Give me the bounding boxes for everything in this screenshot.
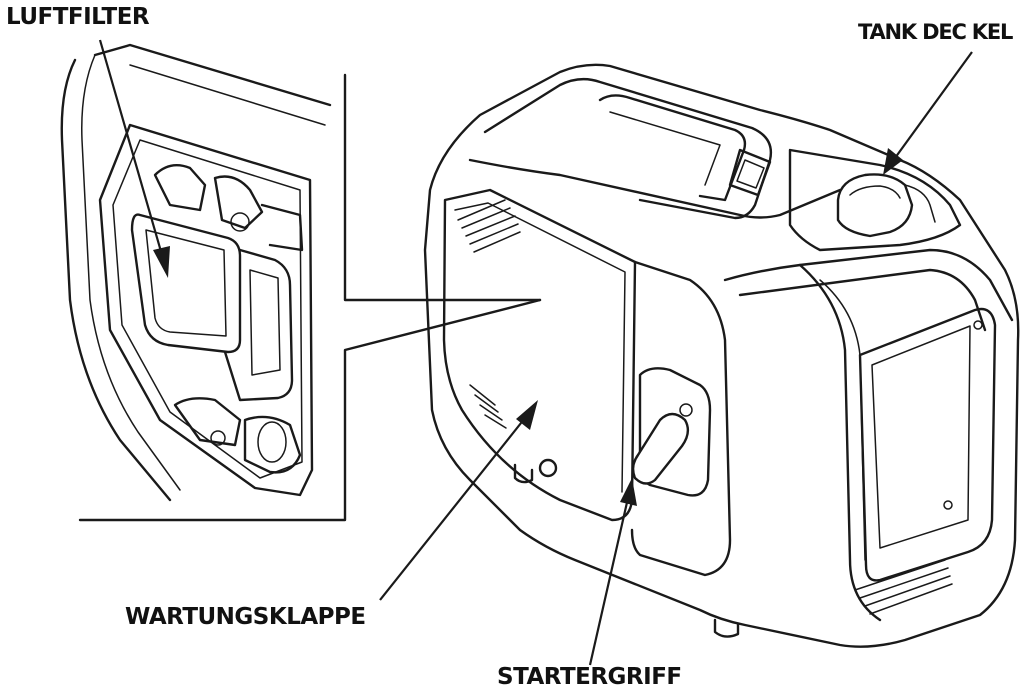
inset-frame-top [345, 75, 540, 300]
fuel-cap [838, 174, 912, 236]
starter-grip-label: STARTERGRIFF [497, 666, 682, 689]
inset-top-part-3 [262, 205, 302, 250]
air-filter-label: LUFTFILTER [6, 6, 149, 29]
side-panel-screw-1 [974, 321, 982, 329]
carry-handle-grip [610, 112, 720, 185]
generator [425, 65, 1018, 647]
lower-vent [470, 385, 506, 428]
inset-top-edge [95, 45, 330, 105]
carry-handle-inner [600, 95, 745, 200]
cover-screw [540, 460, 556, 476]
right-frame-top [725, 250, 1012, 320]
side-panel-screw-2 [944, 501, 952, 509]
right-frame-edge [800, 265, 880, 620]
air-filter-box [132, 215, 240, 352]
inset-top-part-1 [155, 165, 205, 210]
inset-top-part-2 [215, 177, 262, 229]
maintenance-cover-inner-edge [455, 203, 625, 492]
side-vent [855, 560, 952, 614]
eco-switch-inner [737, 160, 764, 188]
leader-fuel-cap [895, 52, 972, 158]
inset-bolt-1 [231, 213, 249, 231]
air-filter-inset [62, 45, 540, 520]
maintenance-cover-label: WARTUNGSKLAPPE [125, 606, 366, 629]
right-frame-edge-inner [820, 280, 865, 560]
fuel-cap-label: TANK DEC KEL [858, 22, 1012, 43]
air-filter-housing-panel [250, 270, 280, 375]
starter-grip [633, 414, 688, 484]
leader-maintenance-cover [380, 418, 525, 600]
inset-bottom-cylinder [245, 417, 300, 472]
starter-bolt [680, 404, 692, 416]
inset-cylinder-end [258, 422, 286, 462]
leader-starter-grip [590, 498, 628, 665]
generator-outline [425, 65, 1018, 647]
side-panel-inner [872, 326, 970, 548]
